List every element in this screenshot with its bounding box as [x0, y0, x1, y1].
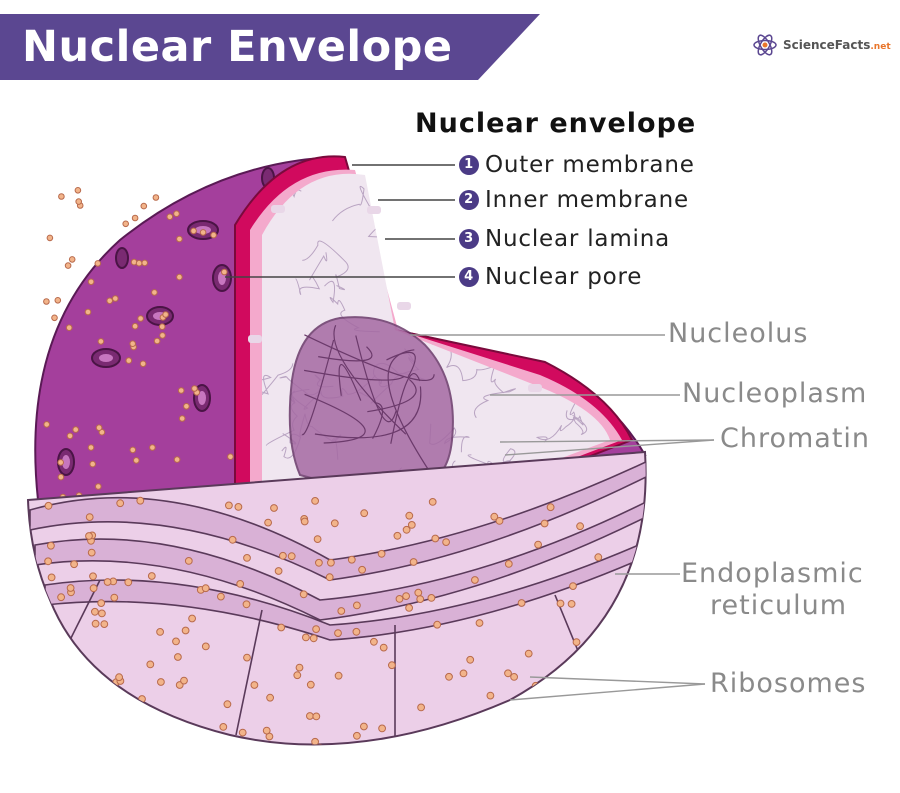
label-text: Nuclear lamina: [485, 226, 670, 252]
number-badge: 2: [459, 190, 479, 210]
logo-name: ScienceFacts: [783, 38, 871, 52]
label-inner-membrane: 2 Inner membrane: [459, 187, 689, 213]
label-nuclear-pore: 4 Nuclear pore: [459, 264, 642, 290]
label-outer-membrane: 1 Outer membrane: [459, 152, 695, 178]
page-title: Nuclear Envelope: [22, 22, 453, 72]
label-text: Inner membrane: [485, 187, 689, 213]
label-nuclear-lamina: 3 Nuclear lamina: [459, 226, 670, 252]
label-text: Outer membrane: [485, 152, 695, 178]
nucleolus: [288, 316, 454, 489]
label-text: Nuclear pore: [485, 264, 643, 290]
outer-ribosomes: [43, 187, 237, 501]
nuclear-envelope-heading: Nuclear envelope: [415, 108, 697, 139]
number-badge: 4: [459, 267, 479, 287]
title-banner: [0, 14, 540, 80]
nuclear-pores: [57, 167, 275, 476]
logo-suffix: .net: [870, 42, 891, 52]
logo-text: ScienceFacts.net: [783, 38, 891, 52]
label-ribosomes: Ribosomes: [710, 668, 867, 699]
leader-lines: [225, 164, 715, 701]
label-nucleoplasm: Nucleoplasm: [682, 378, 868, 409]
label-endoplasmic: Endoplasmic: [681, 558, 864, 589]
label-nucleolus: Nucleolus: [668, 318, 809, 349]
number-badge: 1: [459, 155, 479, 175]
label-reticulum: reticulum: [710, 590, 848, 621]
atom-logo-icon: [753, 34, 777, 56]
label-chromatin: Chromatin: [720, 423, 871, 454]
number-badge: 3: [459, 229, 479, 249]
